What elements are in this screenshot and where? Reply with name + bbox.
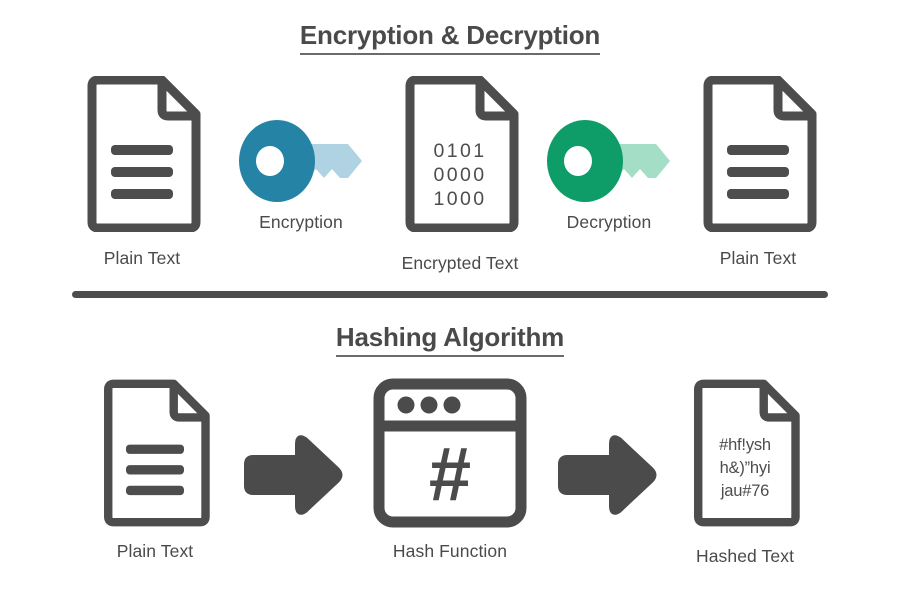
hash-symbol: # [429, 432, 471, 517]
node-plain-text-input-label: Plain Text [103, 248, 181, 268]
key-icon [239, 120, 362, 202]
section-divider [72, 291, 828, 298]
node-hashed-text: #hf!ysh h&)”hyi jau#76 Hashed Text [687, 378, 803, 567]
node-decryption-key-label: Decryption [566, 212, 652, 232]
node-encrypted-text: 0101 0000 1000 Encrypted Text [398, 75, 522, 274]
node-arrow-one [243, 378, 343, 518]
window-dot-icon [443, 396, 461, 414]
node-hash-function: # Hash Function [373, 378, 527, 562]
node-hash-plain-text: Plain Text [97, 378, 213, 562]
node-encryption-key: Encryption [236, 76, 366, 233]
arrow-right-icon [244, 435, 343, 515]
node-arrow-two [557, 378, 657, 518]
node-decryption-key: Decryption [544, 76, 674, 233]
node-hashed-text-label: Hashed Text [695, 546, 795, 566]
window-dot-icon [397, 396, 415, 414]
document-icon [694, 379, 800, 527]
key-icon [547, 120, 670, 202]
window-dot-icon [420, 396, 438, 414]
encryption-section-title-text: Encryption & Decryption [299, 20, 600, 55]
node-plain-text-input: Plain Text [80, 76, 204, 269]
hashing-flow-row: Plain Text # Hash Function [0, 378, 900, 567]
encryption-flow-row: Plain Text Encryption 0101 0000 [0, 75, 900, 274]
document-icon [405, 75, 519, 233]
node-encrypted-text-label: Encrypted Text [401, 253, 519, 273]
node-hash-function-label: Hash Function [392, 541, 508, 561]
browser-window-icon: # [373, 378, 527, 528]
document-icon [104, 379, 210, 527]
encryption-section-title: Encryption & Decryption [0, 20, 900, 55]
hashing-section-title: Hashing Algorithm [0, 322, 900, 357]
node-plain-text-output: Plain Text [696, 76, 820, 269]
node-encryption-key-label: Encryption [259, 212, 343, 232]
document-icon [87, 76, 201, 232]
node-hash-plain-text-label: Plain Text [116, 541, 194, 561]
arrow-right-icon [558, 435, 657, 515]
hashing-section-title-text: Hashing Algorithm [335, 322, 564, 357]
document-icon [703, 76, 817, 232]
node-plain-text-output-label: Plain Text [719, 248, 797, 268]
